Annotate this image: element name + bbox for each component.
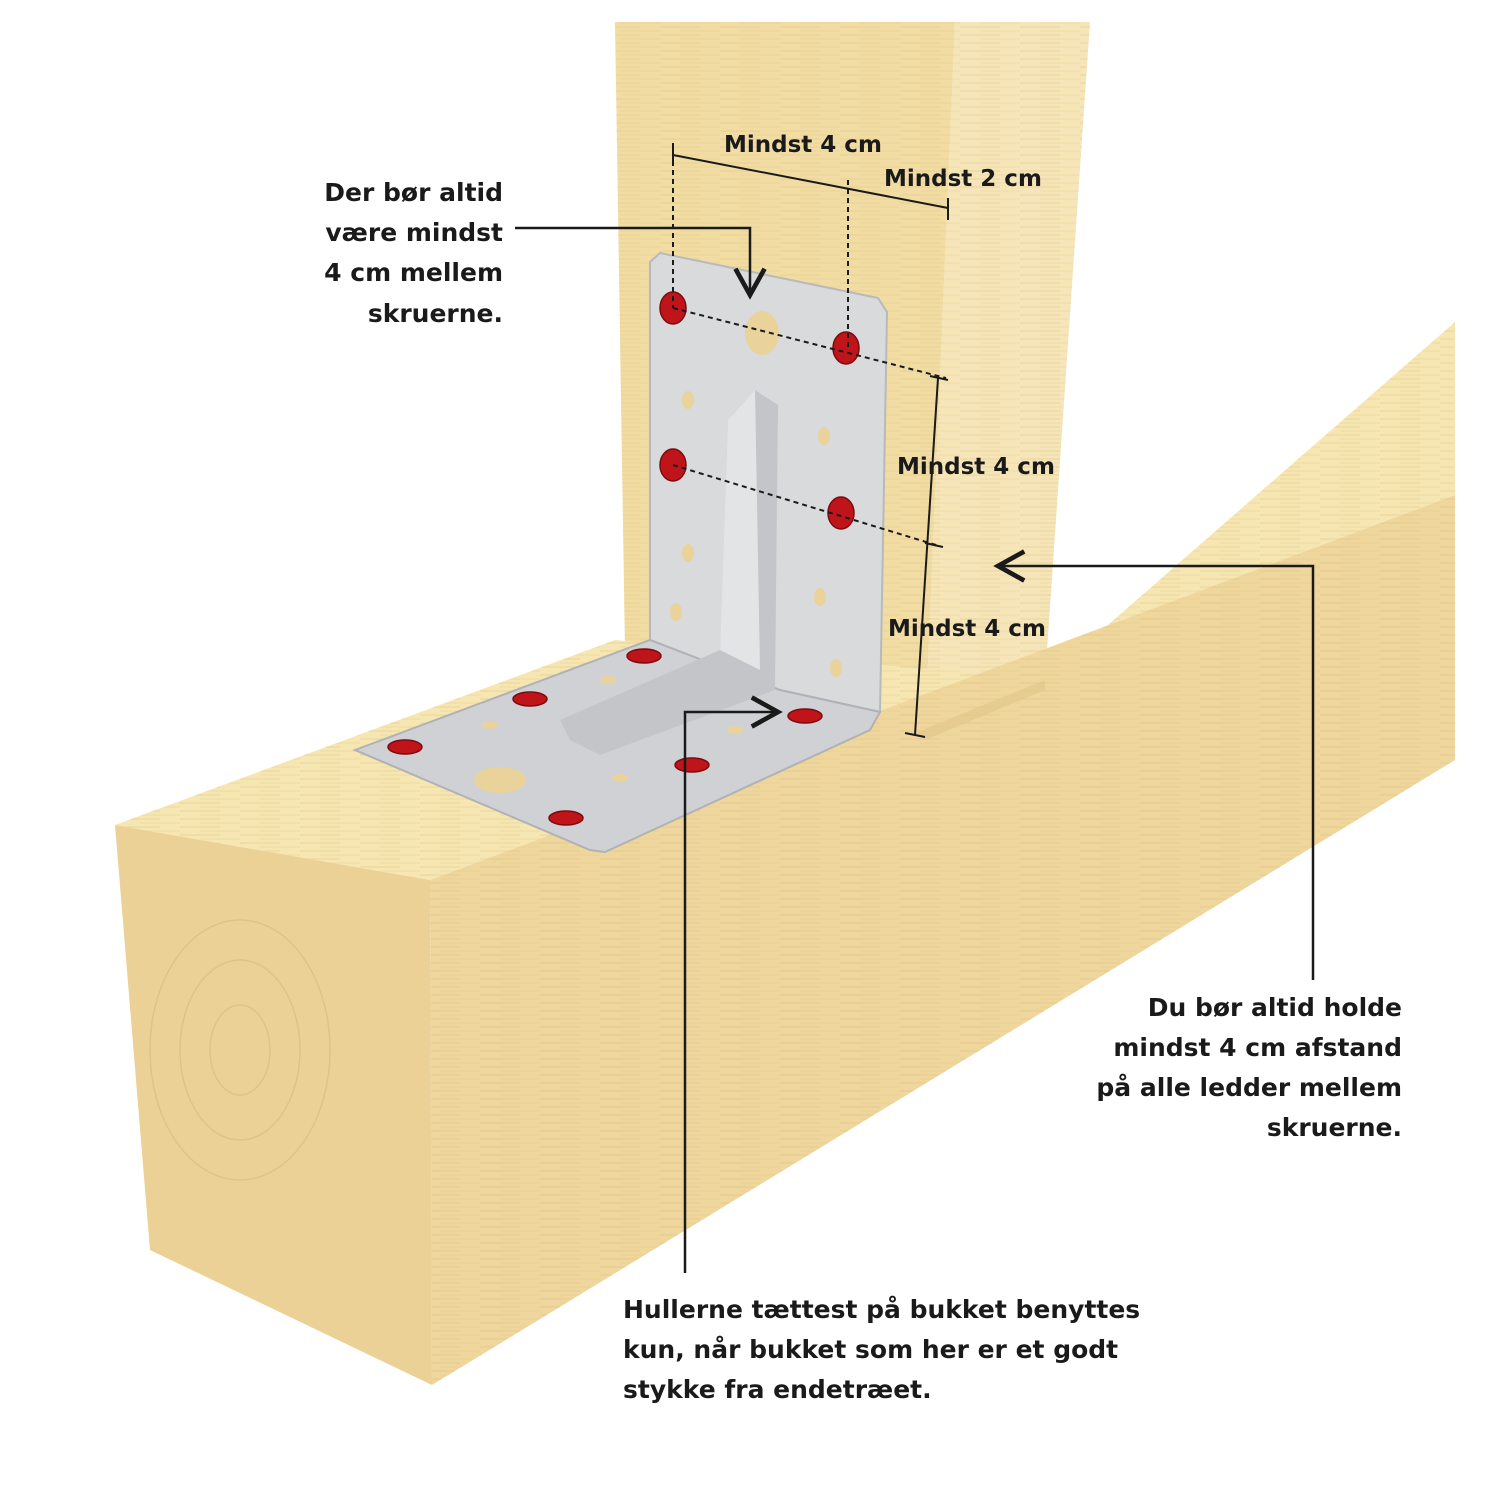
callout-screw-distance: Der bør altid være mindst 4 cm mellem sk… <box>324 178 503 328</box>
screw <box>832 331 860 365</box>
screw <box>626 648 662 664</box>
screws <box>387 291 860 826</box>
callout-bend-holes: Hullerne tættest på bukket benyttes kun,… <box>623 1295 1140 1404</box>
dim-label-edge: Mindst 2 cm <box>884 166 1042 192</box>
screw <box>387 739 423 755</box>
callout-line: Du bør altid holde <box>1148 993 1402 1022</box>
callout-line: stykke fra endetræet. <box>623 1375 932 1404</box>
dim-label-top: Mindst 4 cm <box>724 132 882 158</box>
callout-line: Der bør altid <box>324 178 503 207</box>
callout-line: på alle ledder mellem <box>1096 1073 1402 1102</box>
callout-edge-distance: Du bør altid holde mindst 4 cm afstand p… <box>1096 993 1402 1142</box>
screw <box>787 708 823 724</box>
callout-line: Hullerne tættest på bukket benyttes <box>623 1295 1140 1324</box>
screw <box>512 691 548 707</box>
callout-line: skruerne. <box>368 299 503 328</box>
callout-line: mindst 4 cm afstand <box>1113 1033 1402 1062</box>
callout-line: være mindst <box>325 218 503 247</box>
screw <box>674 757 710 773</box>
screw <box>548 810 584 826</box>
dim-label-vertical-1: Mindst 4 cm <box>897 454 1055 480</box>
callout-line: skruerne. <box>1267 1113 1402 1142</box>
end-grain-face <box>115 825 432 1385</box>
angle-bracket <box>352 251 889 854</box>
callout-leaders <box>515 226 1315 1273</box>
dim-label-vertical-2: Mindst 4 cm <box>888 616 1046 642</box>
callout-line: 4 cm mellem <box>324 258 503 287</box>
bracket-holes <box>474 311 842 793</box>
callout-line: kun, når bukket som her er et godt <box>623 1335 1118 1364</box>
dimension-lines <box>672 143 949 738</box>
